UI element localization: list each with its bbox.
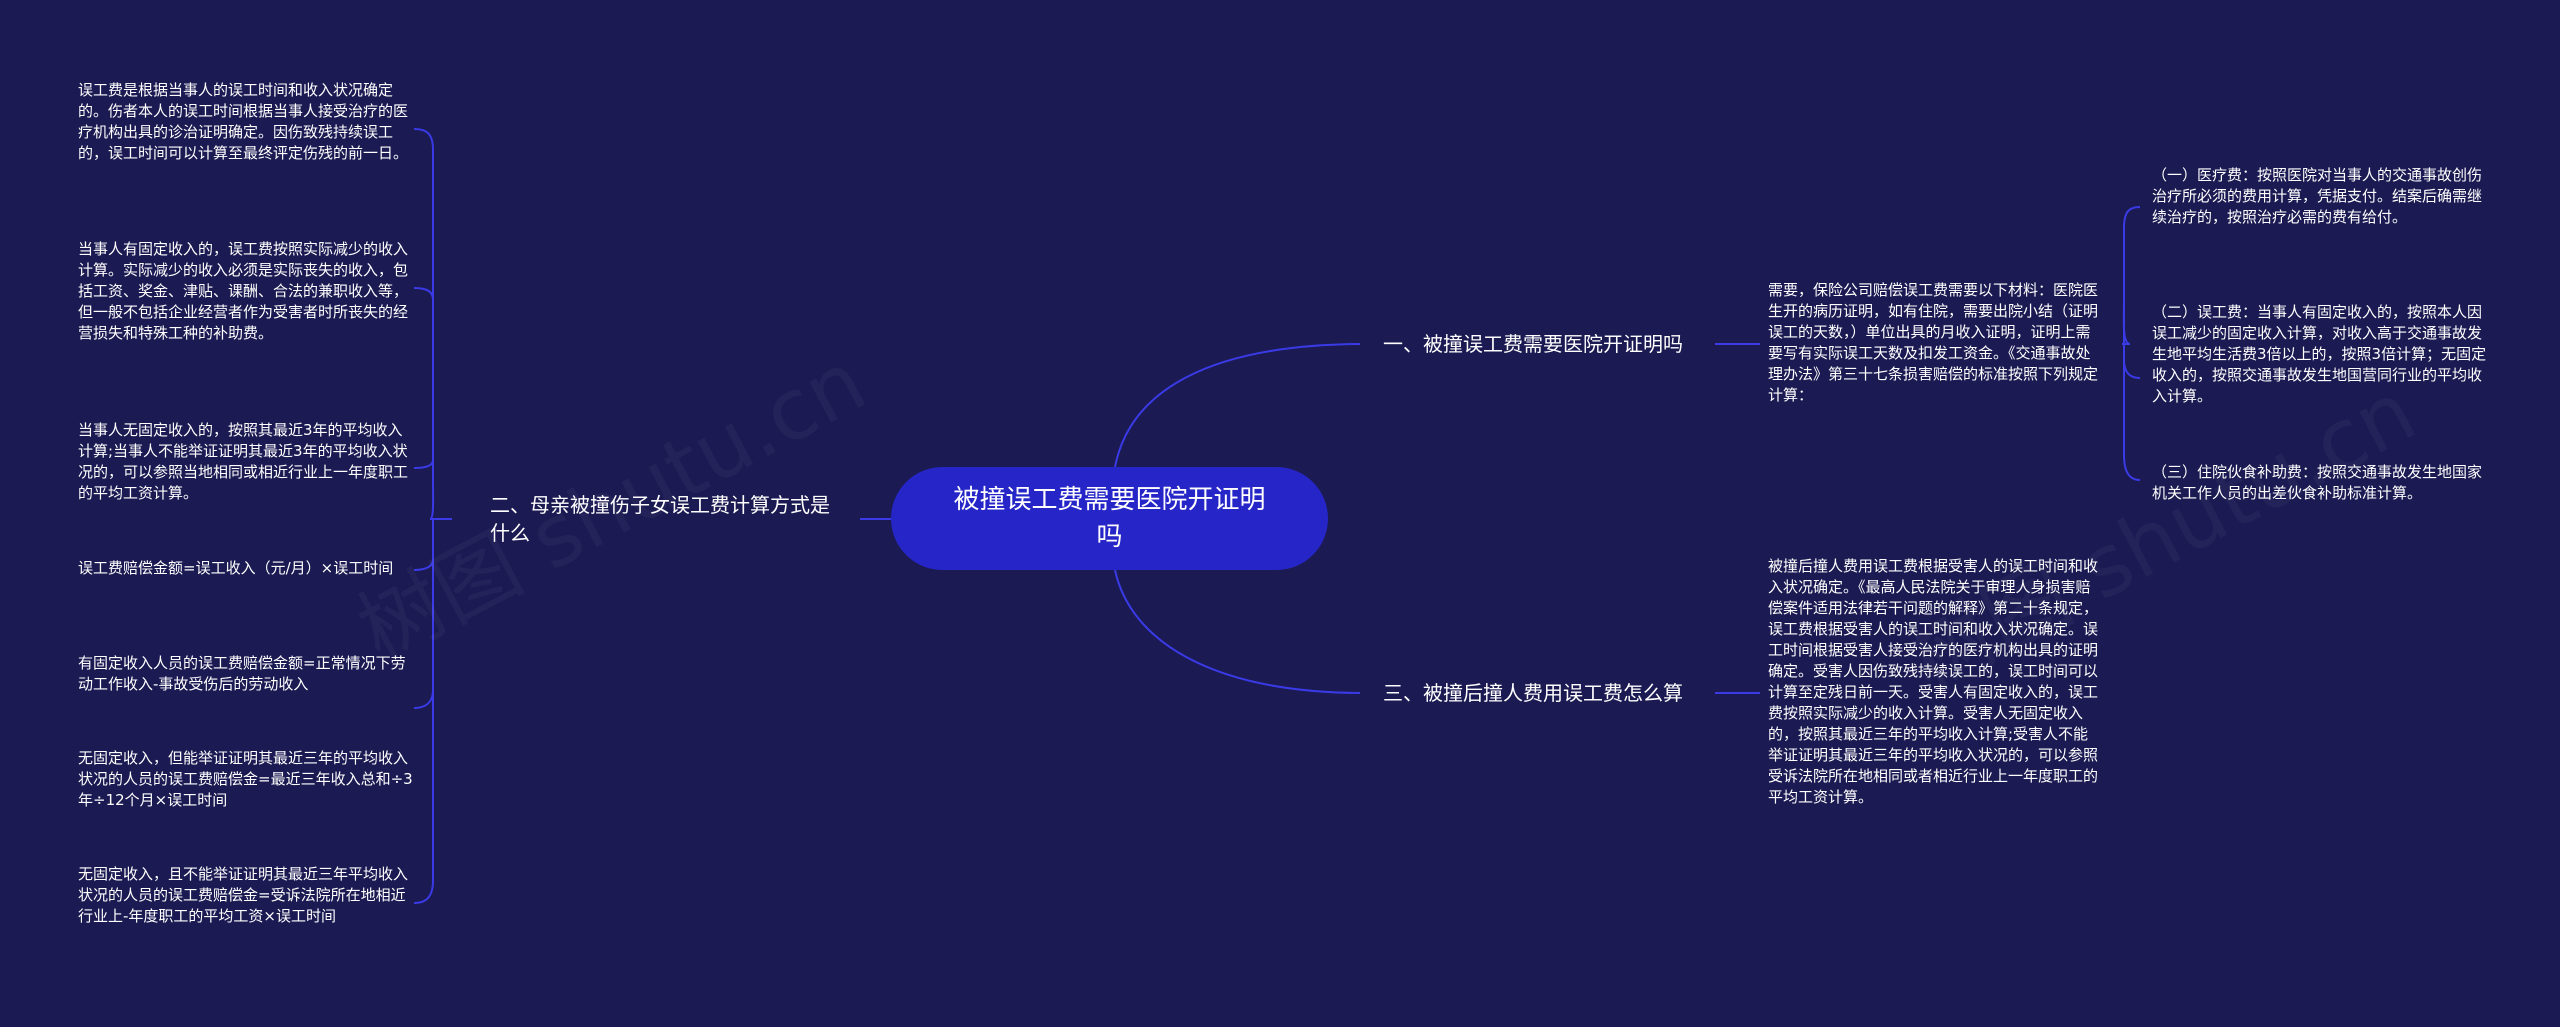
b2-item: 当事人有固定收入的，误工费按照实际减少的收入计算。实际减少的收入必须是实际丧失的… xyxy=(78,240,409,342)
b3-detail-text: 被撞后撞人费用误工费根据受害人的误工时间和收入状况确定。《最高人民法院关于审理人… xyxy=(1768,557,2099,806)
branch-b2[interactable]: 二、母亲被撞伤子女误工费计算方式是什么 xyxy=(490,491,835,547)
branch-label: 三、被撞后撞人费用误工费怎么算 xyxy=(1383,681,1683,705)
branch-b3[interactable]: 三、被撞后撞人费用误工费怎么算 xyxy=(1383,679,1683,707)
bracket-b1-items xyxy=(2122,206,2141,481)
b2-item: 有固定收入人员的误工费赔偿金额=正常情况下劳动工作收入-事故受伤后的劳动收入 xyxy=(78,654,406,693)
root-node[interactable]: 被撞误工费需要医院开证明吗 xyxy=(891,467,1328,570)
branch-label: 二、母亲被撞伤子女误工费计算方式是什么 xyxy=(490,493,830,545)
b2-item: 误工费是根据当事人的误工时间和收入状况确定的。伤者本人的误工时间根据当事人接受治… xyxy=(78,81,409,162)
b1-item: （三）住院伙食补助费：按照交通事故发生地国家机关工作人员的出差伙食补助标准计算。 xyxy=(2152,463,2483,502)
branch-label: 一、被撞误工费需要医院开证明吗 xyxy=(1383,332,1683,356)
b2-item: 当事人无固定收入的，按照其最近3年的平均收入计算;当事人不能举证证明其最近3年的… xyxy=(78,421,409,502)
root-title: 被撞误工费需要医院开证明吗 xyxy=(953,484,1266,552)
link-root-b3 xyxy=(1114,569,1361,694)
b2-item: 无固定收入，且不能举证证明其最近三年平均收入状况的人员的误工费赔偿金=受诉法院所… xyxy=(78,865,409,925)
branch-b1[interactable]: 一、被撞误工费需要医院开证明吗 xyxy=(1383,330,1683,358)
b1-item: （二）误工费：当事人有固定收入的，按照本人因误工减少的固定收入计算，对收入高于交… xyxy=(2152,303,2487,405)
b2-item: 无固定收入，但能举证证明其最近三年的平均收入状况的人员的误工费赔偿金=最近三年收… xyxy=(78,749,413,809)
bracket-b2-items xyxy=(413,128,452,904)
link-root-b1 xyxy=(1114,343,1361,468)
b1-item: （一）医疗费：按照医院对当事人的交通事故创伤治疗所必须的费用计算，凭据支付。结案… xyxy=(2152,166,2483,226)
b2-item: 误工费赔偿金额=误工收入（元/月）×误工时间 xyxy=(78,559,394,577)
b1-detail-text: 需要，保险公司赔偿误工费需要以下材料：医院医生开的病历证明，如有住院，需要出院小… xyxy=(1768,281,2099,404)
